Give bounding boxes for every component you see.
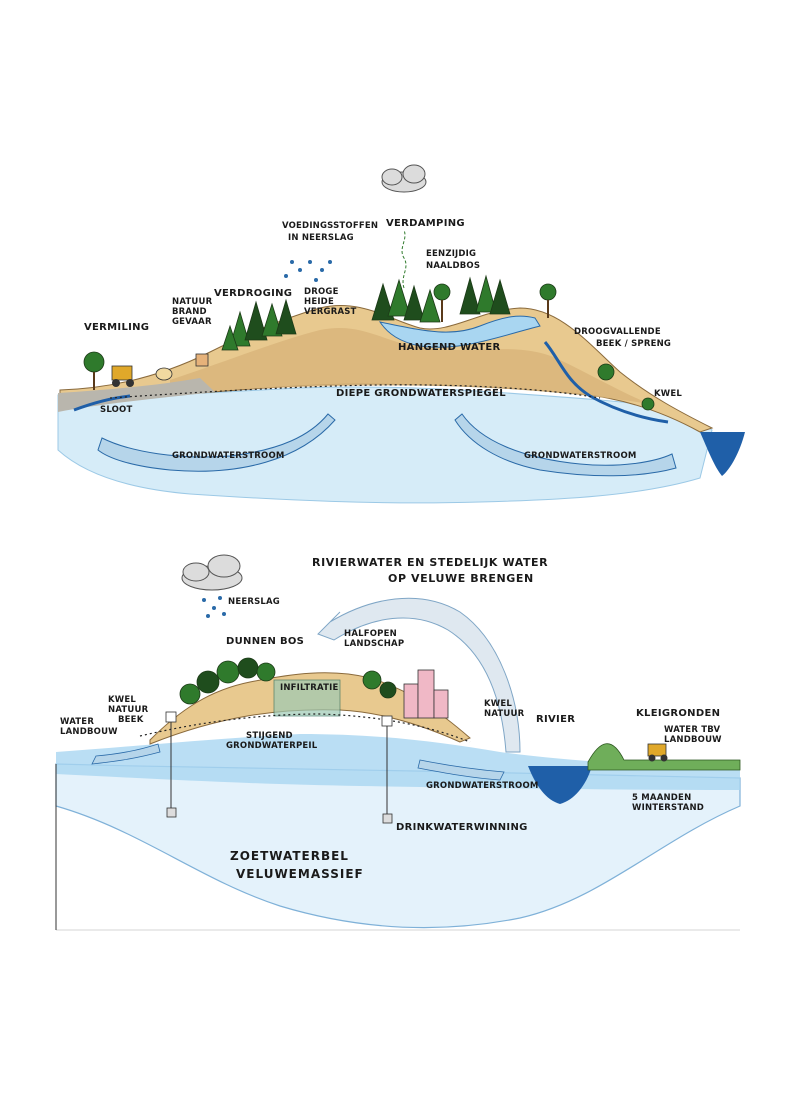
label-voedingsstoffen-1: VOEDINGSSTOFFEN bbox=[282, 221, 378, 231]
label-kwel-natuur-beek-1: KWEL bbox=[108, 695, 136, 705]
label-droogvallende-1: DROOGVALLENDE bbox=[574, 327, 661, 337]
bottom-infiltration-zone bbox=[273, 679, 341, 717]
top-sand-band bbox=[170, 327, 650, 404]
bottom-cloud-icon bbox=[181, 554, 243, 591]
bottom-tractor-icon bbox=[647, 743, 668, 762]
top-groundwater-body bbox=[57, 386, 713, 504]
label-rivier: RIVIER bbox=[536, 714, 575, 725]
bottom-flow-arrow-right bbox=[417, 759, 505, 781]
label-stijgend-2: GRONDWATERPEIL bbox=[226, 741, 318, 751]
label-halfopen-1: HALFOPEN bbox=[344, 629, 397, 639]
label-kwel: KWEL bbox=[654, 389, 682, 399]
top-flow-arrow-right bbox=[454, 413, 677, 477]
bottom-river bbox=[528, 766, 592, 804]
label-verdroging: VERDROGING bbox=[214, 288, 292, 299]
top-flow-arrow-left bbox=[97, 413, 336, 472]
label-vermilling: VERMILING bbox=[84, 322, 149, 333]
label-zoetwaterbel-2: VELUWEMASSIEF bbox=[236, 867, 364, 881]
label-droge-heide-1: DROGE bbox=[304, 287, 339, 297]
label-grondwaterstroom-bottom: GRONDWATERSTROOM bbox=[426, 781, 539, 791]
bottom-clay-ground bbox=[587, 743, 741, 771]
label-water-landbouw-2: LANDBOUW bbox=[60, 727, 118, 737]
label-droogvallende-2: BEEK / SPRENG bbox=[596, 339, 671, 349]
bottom-flow-arrow-left bbox=[91, 743, 161, 765]
label-voedingsstoffen-2: IN NEERSLAG bbox=[288, 233, 354, 243]
label-eenzijdig-2: NAALDBOS bbox=[426, 261, 480, 271]
label-title-1: RIVIERWATER EN STEDELIJK WATER bbox=[312, 556, 548, 569]
bottom-transfer-arrow bbox=[317, 597, 521, 753]
label-natuur-brand-2: BRAND bbox=[172, 307, 207, 317]
label-hangend-water: HANGEND WATER bbox=[398, 342, 500, 353]
label-kwel-natuur-2: NATUUR bbox=[484, 709, 525, 719]
top-forest-left-icon bbox=[221, 298, 297, 351]
bottom-rain-icon bbox=[202, 596, 226, 618]
bottom-rising-water-table bbox=[139, 713, 471, 743]
bottom-city-icon bbox=[403, 669, 449, 719]
top-chicken-icon bbox=[155, 367, 173, 381]
top-house-icon bbox=[195, 353, 209, 367]
label-grondwaterstroom-left: GRONDWATERSTROOM bbox=[172, 451, 285, 461]
top-cloud-icon bbox=[381, 164, 427, 193]
label-droge-heide-2: HEIDE bbox=[304, 297, 334, 307]
label-zoetwaterbel-1: ZOETWATERBEL bbox=[230, 849, 349, 863]
top-river bbox=[700, 432, 745, 476]
top-rain-icon bbox=[284, 260, 332, 282]
top-farm-trees-icon bbox=[83, 351, 105, 390]
top-deep-water-table bbox=[109, 384, 601, 399]
label-water-tbv-2: LANDBOUW bbox=[664, 735, 722, 745]
label-winterstand-1: 5 MAANDEN bbox=[632, 793, 691, 803]
label-droge-heide-3: VERGRAST bbox=[304, 307, 357, 317]
label-winterstand-2: WINTERSTAND bbox=[632, 803, 704, 813]
label-drinkwater: DRINKWATERWINNING bbox=[396, 822, 528, 833]
top-forest-right-icon bbox=[539, 283, 655, 411]
label-water-tbv-1: WATER TBV bbox=[664, 725, 721, 735]
top-panel: VERDAMPING VOEDINGSSTOFFEN IN NEERSLAG E… bbox=[57, 164, 745, 504]
label-eenzijdig-1: EENZIJDIG bbox=[426, 249, 476, 259]
label-kwel-natuur-beek-2: NATUUR bbox=[108, 705, 149, 715]
label-natuur-brand-1: NATUUR bbox=[172, 297, 213, 307]
bottom-well-left-icon bbox=[165, 711, 177, 818]
label-grondwaterstroom-right: GRONDWATERSTROOM bbox=[524, 451, 637, 461]
label-kwel-natuur-beek-3: BEEK bbox=[118, 715, 144, 725]
bottom-well-right-icon bbox=[381, 715, 393, 824]
label-dunnen-bos: DUNNEN BOS bbox=[226, 636, 304, 647]
label-title-2: OP VELUWE BRENGEN bbox=[388, 572, 534, 585]
bottom-panel: RIVIERWATER EN STEDELIJK WATER OP VELUWE… bbox=[55, 554, 741, 931]
label-kwel-natuur-1: KWEL bbox=[484, 699, 512, 709]
top-evaporation-icon bbox=[401, 229, 407, 289]
top-tractor-icon bbox=[111, 365, 134, 387]
top-forest-center-icon bbox=[371, 274, 511, 323]
label-water-landbouw-1: WATER bbox=[60, 717, 94, 727]
label-sloot: SLOOT bbox=[100, 405, 133, 415]
bottom-forest-icon bbox=[179, 657, 397, 705]
label-kleigronden: KLEIGRONDEN bbox=[636, 708, 720, 719]
label-neerslag: NEERSLAG bbox=[228, 597, 280, 607]
label-natuur-brand-3: GEVAAR bbox=[172, 317, 212, 327]
label-halfopen-2: LANDSCHAP bbox=[344, 639, 404, 649]
label-verdamping: VERDAMPING bbox=[386, 218, 465, 229]
label-diepe: DIEPE GRONDWATERSPIEGEL bbox=[336, 388, 506, 399]
top-perched-water bbox=[378, 315, 541, 348]
label-infiltratie: INFILTRATIE bbox=[280, 683, 338, 693]
label-stijgend-1: STIJGEND bbox=[246, 731, 293, 741]
